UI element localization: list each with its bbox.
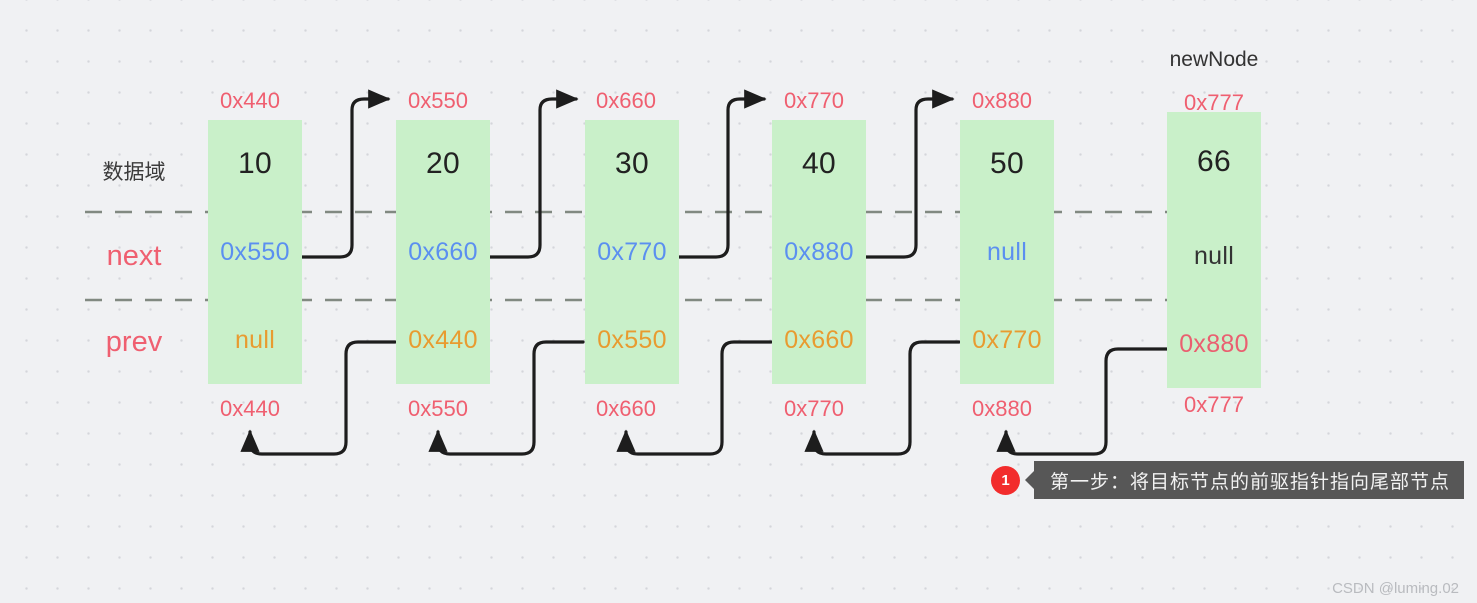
node-30-top-address: 0x660 [596,88,656,113]
node-30-next: 0x770 [597,237,667,266]
node-10-next: 0x550 [220,237,290,266]
node-30: 30 0x770 0x550 [585,120,679,384]
newnode-top-address: 0x777 [1184,90,1244,115]
row-label-prev: prev [105,326,163,358]
node-10-bottom-address: 0x440 [220,396,280,421]
node-50-data: 50 [990,147,1024,180]
node-20-data: 20 [426,147,460,180]
node-50-bottom-address: 0x880 [972,396,1032,421]
row-label-data: 数据域 [102,161,166,184]
node-40: 40 0x880 0x660 [772,120,866,384]
step-callout: 第一步：将目标节点的前驱指针指向尾部节点 [1024,461,1465,499]
next-arrow-30-to-40 [675,89,767,259]
node-50-prev: 0x770 [972,325,1042,354]
node-50-next: null [986,237,1028,266]
newnode-next: null [1193,241,1235,270]
node-30-bottom-address: 0x660 [596,396,656,421]
node-10-prev: null [234,325,276,354]
node-30-prev: 0x550 [597,325,667,354]
node-50: 50 null 0x770 [960,120,1054,384]
node-10-data: 10 [238,147,272,180]
node-20: 20 0x660 0x440 [396,120,490,384]
node-40-data: 40 [802,147,836,180]
newnode-label: newNode [1169,48,1259,71]
newnode-prev: 0x880 [1179,329,1249,358]
node-40-bottom-address: 0x770 [784,396,844,421]
row-label-next: next [106,240,162,272]
newnode-bottom-address: 0x777 [1184,392,1244,417]
watermark: CSDN @luming.02 [1332,580,1459,597]
node-10: 10 0x550 null [208,120,302,384]
node-10-top-address: 0x440 [220,88,280,113]
node-40-next: 0x880 [784,237,854,266]
node-20-next: 0x660 [408,237,478,266]
node-20-top-address: 0x550 [408,88,468,113]
next-arrow-10-to-20 [299,89,391,259]
node-40-prev: 0x660 [784,325,854,354]
next-arrow-20-to-30 [487,89,579,259]
node-50-top-address: 0x880 [972,88,1032,113]
next-arrow-40-to-50 [863,89,955,259]
step-badge: 1 [991,466,1020,495]
node-20-prev: 0x440 [408,325,478,354]
node-40-top-address: 0x770 [784,88,844,113]
newnode-data: 66 [1197,145,1231,178]
node-20-bottom-address: 0x550 [408,396,468,421]
newnode: 66 null 0x880 [1167,112,1261,388]
node-30-data: 30 [615,147,649,180]
